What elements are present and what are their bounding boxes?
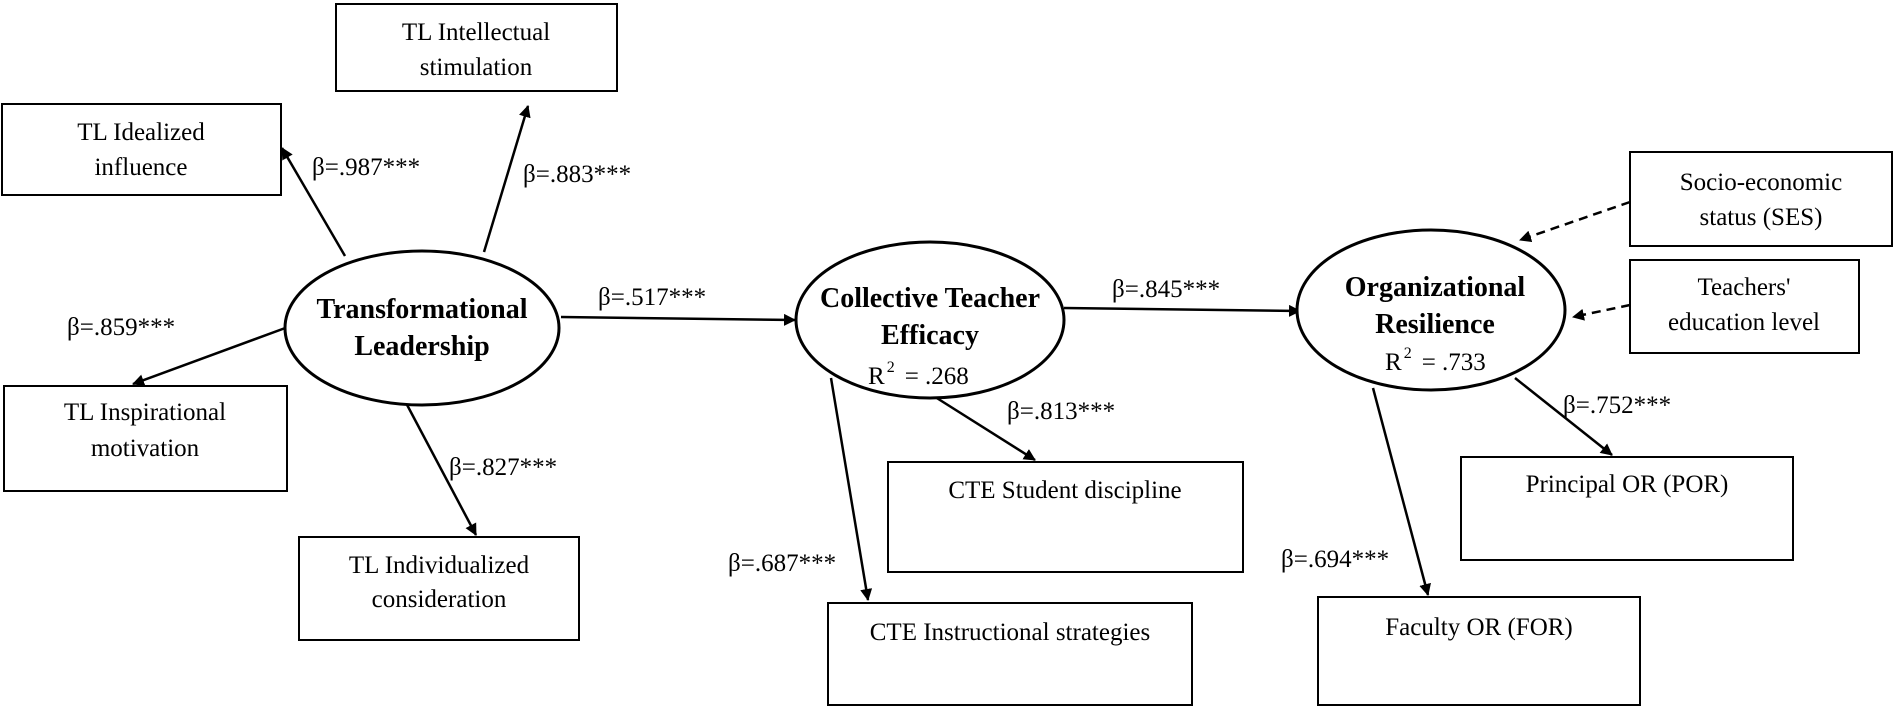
beta-tl-idealized: β=.987***	[312, 154, 420, 181]
arrow-or-por	[1514, 377, 1613, 456]
node-label-line2: Efficacy	[881, 320, 979, 351]
box-label-line2: stimulation	[420, 54, 533, 81]
box-teachers-education-level: Teachers' education level	[1629, 259, 1860, 354]
node-transformational-leadership: Transformational Leadership	[283, 249, 561, 407]
beta-tl-individualized: β=.827***	[449, 454, 557, 481]
beta-tl-intellectual: β=.883***	[523, 161, 631, 188]
box-principal-or: Principal OR (POR)	[1460, 456, 1794, 561]
node-label-line1: Collective Teacher	[820, 283, 1040, 314]
box-label-line1: TL Inspirational	[64, 399, 226, 426]
box-label-line1: Teachers'	[1698, 274, 1791, 301]
beta-cte-or: β=.845***	[1112, 276, 1220, 303]
beta-cte-discipline: β=.813***	[1007, 398, 1115, 425]
arrow-tl-individualized	[403, 400, 478, 536]
arrow-tl-idealized	[280, 147, 347, 257]
box-cte-instructional-strategies: CTE Instructional strategies	[827, 602, 1193, 706]
beta-cte-instructional: β=.687***	[728, 550, 836, 577]
box-tl-inspirational-motivation: TL Inspirational motivation	[3, 385, 288, 492]
box-label-line1: TL Intellectual	[402, 19, 550, 46]
arrow-ses-or	[1519, 200, 1631, 243]
box-socio-economic-status: Socio-economic status (SES)	[1629, 151, 1893, 247]
box-label-line2: influence	[94, 154, 187, 181]
arrow-cte-discipline	[931, 393, 1036, 462]
beta-tl-inspirational: β=.859***	[67, 314, 175, 341]
box-label-line1: TL Individualized	[349, 552, 530, 579]
beta-or-for: β=.694***	[1281, 546, 1389, 573]
box-label-line1: TL Idealized	[77, 119, 205, 146]
arrow-edu-or	[1572, 303, 1631, 321]
arrow-cte-or	[1063, 304, 1301, 317]
box-label-line1: CTE Instructional strategies	[870, 619, 1150, 646]
box-label-line2: status (SES)	[1700, 204, 1823, 231]
node-label-line1: Transformational	[316, 294, 527, 325]
box-tl-individualized-consideration: TL Individualized consideration	[298, 536, 580, 641]
box-tl-intellectual-stimulation: TL Intellectual stimulation	[335, 3, 618, 92]
box-label-line2: consideration	[372, 586, 507, 613]
arrow-tl-intellectual	[482, 105, 531, 253]
node-label-line2: Leadership	[354, 331, 489, 362]
arrow-tl-cte	[560, 313, 796, 326]
box-faculty-or: Faculty OR (FOR)	[1317, 596, 1641, 706]
box-label-line1: Principal OR (POR)	[1526, 471, 1729, 498]
arrow-tl-inspirational	[132, 325, 289, 386]
beta-or-por: β=.752***	[1563, 392, 1671, 419]
box-label-line2: motivation	[91, 435, 200, 462]
arrow-or-for	[1371, 387, 1431, 596]
node-label-line2: Resilience	[1375, 309, 1495, 340]
box-cte-student-discipline: CTE Student discipline	[887, 461, 1244, 573]
box-label-line2: education level	[1668, 309, 1820, 336]
box-tl-idealized-influence: TL Idealized influence	[1, 103, 282, 196]
node-label-line1: Organizational	[1345, 272, 1526, 303]
box-label-line1: CTE Student discipline	[948, 477, 1181, 504]
box-label-line1: Socio-economic	[1680, 169, 1842, 196]
arrow-cte-instructional	[829, 377, 873, 601]
beta-tl-cte: β=.517***	[598, 284, 706, 311]
box-label-line1: Faculty OR (FOR)	[1385, 614, 1573, 641]
